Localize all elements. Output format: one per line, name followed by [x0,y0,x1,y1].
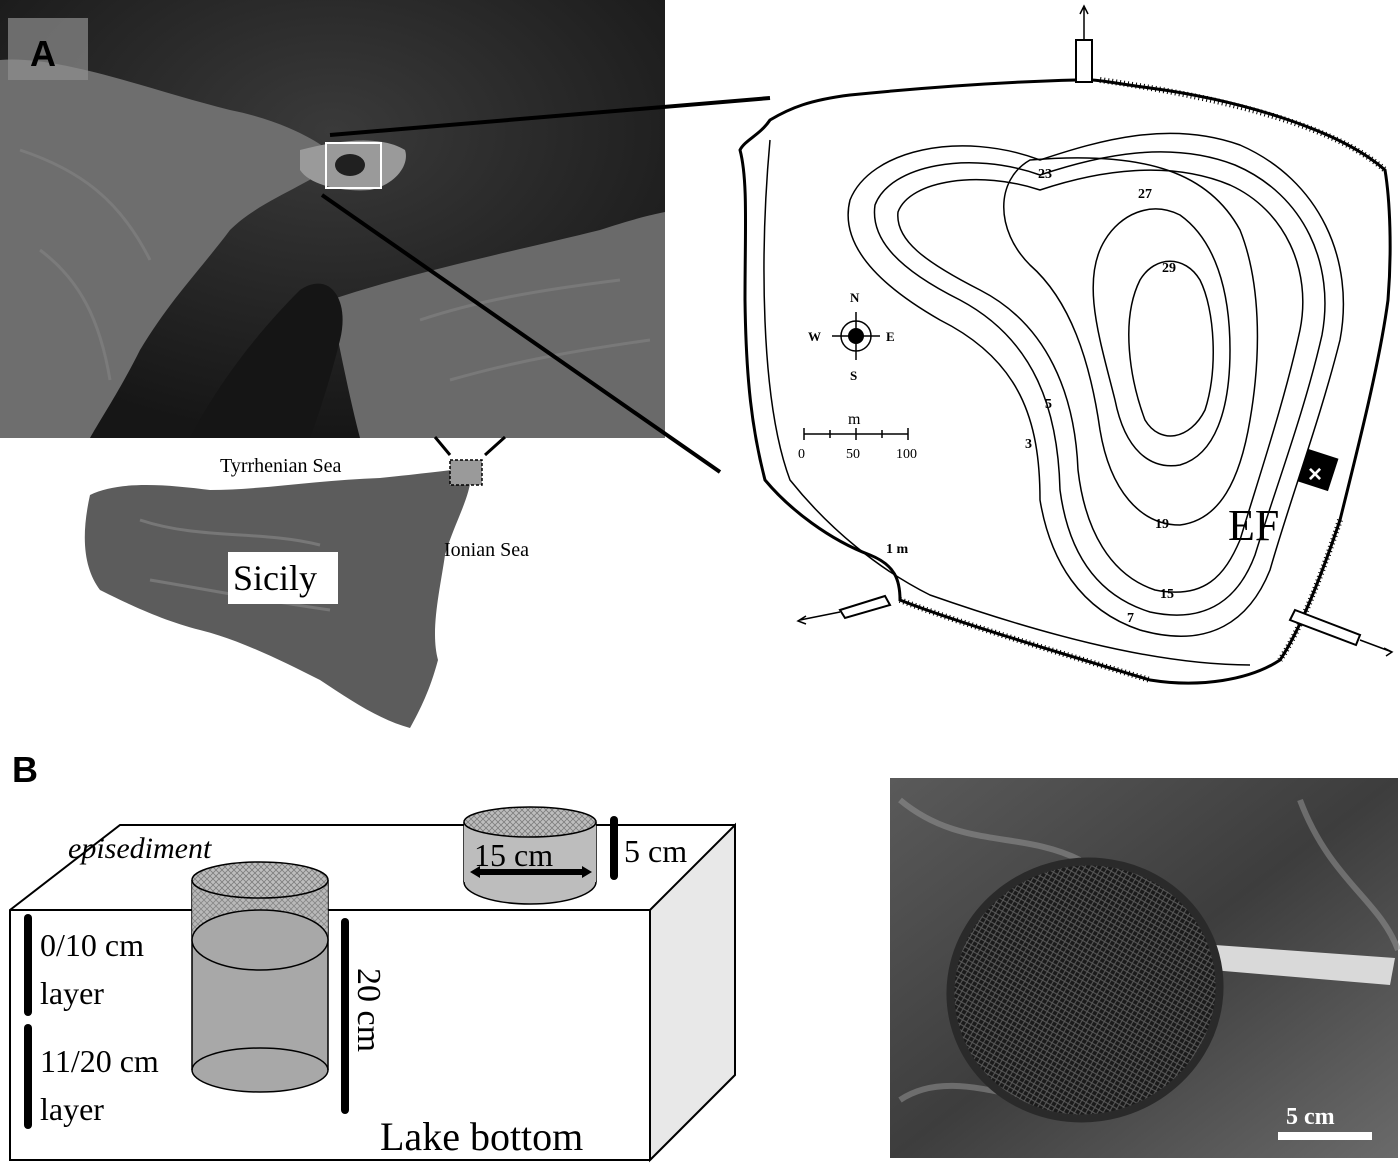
contour-label: 7 [1127,611,1134,626]
contour-label: 1 m [886,542,909,557]
layer2-line1: 11/20 cm [40,1043,159,1079]
height-small-label: 5 cm [624,833,687,869]
zoom-lines [320,96,771,474]
diameter-label: 15 cm [474,837,553,873]
site-marker [1297,448,1339,492]
contour-label: 23 [1038,167,1052,182]
satellite-image: A [0,0,665,438]
contour-label: 29 [1162,261,1176,276]
layer1-line1: 0/10 cm [40,927,144,963]
site-label: EF [1228,501,1279,550]
sicily-inset-box [449,459,483,486]
scale-tick: 100 [896,447,917,462]
contour-label: 5 [1045,397,1052,412]
lake-bottom-label: Lake bottom [380,1114,583,1159]
compass-w: W [808,329,821,344]
inset-box [325,142,382,189]
sampler-photo: 5 cm [890,778,1400,1158]
contour-label: 3 [1025,437,1032,452]
bathymetry-map: 23 27 29 5 3 19 15 7 1 m N S W E m 0 50 … [738,4,1394,685]
episediment-label: episediment [68,832,212,865]
layer1-line2: layer [40,975,104,1011]
lake-dark [335,154,365,176]
photo-scale-label: 5 cm [1286,1104,1335,1130]
compass-n: N [850,290,860,305]
layer2-line2: layer [40,1091,104,1127]
contour-label: 27 [1138,187,1152,202]
sicily-map: Tyrrhenian Sea Ionian Sea Sicily [84,455,529,728]
tyrrhenian-label: Tyrrhenian Sea [220,455,341,477]
ionian-label: Ionian Sea [444,539,529,561]
contour-label: 19 [1155,517,1169,532]
scale-tick: 0 [798,447,805,462]
height-core-label: 20 cm [350,968,387,1052]
site-marker-icon: × [1308,461,1322,488]
scale-unit: m [848,411,861,428]
contour-label: 15 [1160,587,1174,602]
sampler-diagram: B episediment 15 cm 5 cm 20 cm 0/10 cm l… [9,749,736,1163]
compass-s: S [850,368,857,383]
compass-icon [832,312,880,360]
scale-bar [803,428,909,440]
panel-b-label: B [12,749,38,790]
panel-a-label: A [30,33,56,74]
sicily-label: Sicily [233,558,317,598]
compass-e: E [886,329,895,344]
scale-tick: 50 [846,447,860,462]
